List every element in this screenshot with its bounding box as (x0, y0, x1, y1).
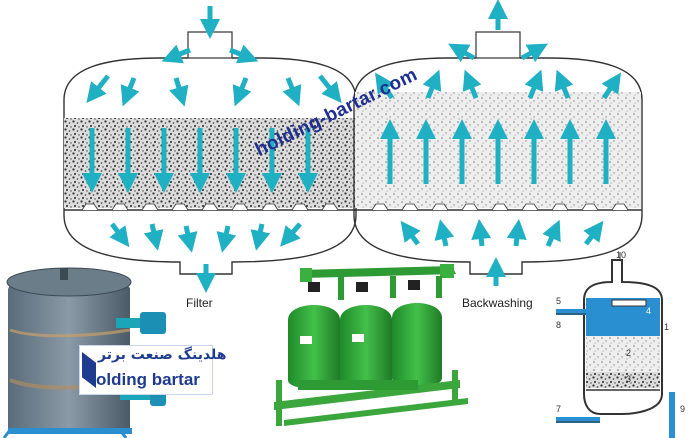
filter-flow-arrows (82, 6, 342, 293)
green-tank-2 (340, 305, 392, 389)
backwash-top-dome (353, 57, 643, 101)
top-header-pipe (300, 266, 456, 278)
schematic-label-1: 1 (664, 322, 670, 332)
schematic-label-7: 7 (556, 404, 562, 414)
filter-caption: Filter (186, 296, 213, 310)
schematic-label-5: 5 (556, 296, 562, 306)
logo-box (79, 345, 213, 395)
schematic-gravel-zone (586, 372, 660, 388)
schematic-label-2: 2 (626, 348, 632, 358)
backwashing-caption: Backwashing (462, 296, 533, 310)
green-filter-skid-photo (274, 264, 468, 426)
schematic-media-zone (586, 336, 660, 372)
filter-vessel (63, 6, 357, 293)
green-tank-1 (288, 305, 340, 389)
filter-schematic (556, 252, 675, 438)
backwash-flow-arrows (375, 0, 621, 286)
backwash-outlet-pipe (475, 31, 521, 59)
logo-english-text: olding bartar (96, 370, 200, 389)
schematic-label-9: 9 (680, 404, 686, 414)
schematic-label-3: 3 (626, 374, 632, 384)
schematic-label-10: 10 (616, 250, 627, 260)
logo-persian-text: هلدینگ صنعت برتر (98, 347, 227, 363)
filter-top-dome (63, 57, 357, 101)
tank-photo (0, 267, 166, 438)
schematic-label-8: 8 (556, 320, 562, 330)
backwash-bottom-dome (353, 214, 643, 275)
schematic-label-4: 4 (646, 306, 652, 316)
green-tank-3 (392, 303, 442, 387)
filter-bottom-dome (63, 214, 357, 275)
logo-mark (82, 352, 96, 388)
backwash-vessel (353, 0, 643, 286)
filter-inlet-pipe (187, 31, 233, 59)
